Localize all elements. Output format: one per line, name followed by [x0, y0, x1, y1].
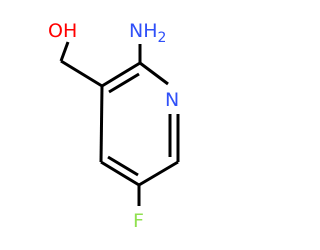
- atom-label-nh2: NH2: [129, 20, 166, 46]
- atom-label-f: F: [133, 210, 144, 232]
- bond-c3-c2: [101, 61, 141, 88]
- bond-o-ch2: [59, 41, 70, 62]
- bonds: [59, 41, 180, 206]
- bond-c3-c2-inner: [108, 72, 140, 94]
- atom-label-nh2-subscript: 2: [158, 30, 167, 46]
- atom-label-oh: OH: [48, 20, 77, 42]
- chemical-structure: OH NH2 N F: [48, 20, 180, 232]
- bond-c4-c3: [99, 85, 104, 163]
- bond-ch2-c3: [60, 59, 103, 88]
- bond-c2-n1: [139, 61, 169, 86]
- atom-label-n-ring: N: [165, 89, 179, 111]
- bond-c5-c4: [100, 160, 140, 187]
- atom-label-nh2-main: NH: [129, 20, 158, 42]
- bond-c5-c4-inner: [107, 155, 139, 177]
- bond-c6-c5: [138, 160, 179, 187]
